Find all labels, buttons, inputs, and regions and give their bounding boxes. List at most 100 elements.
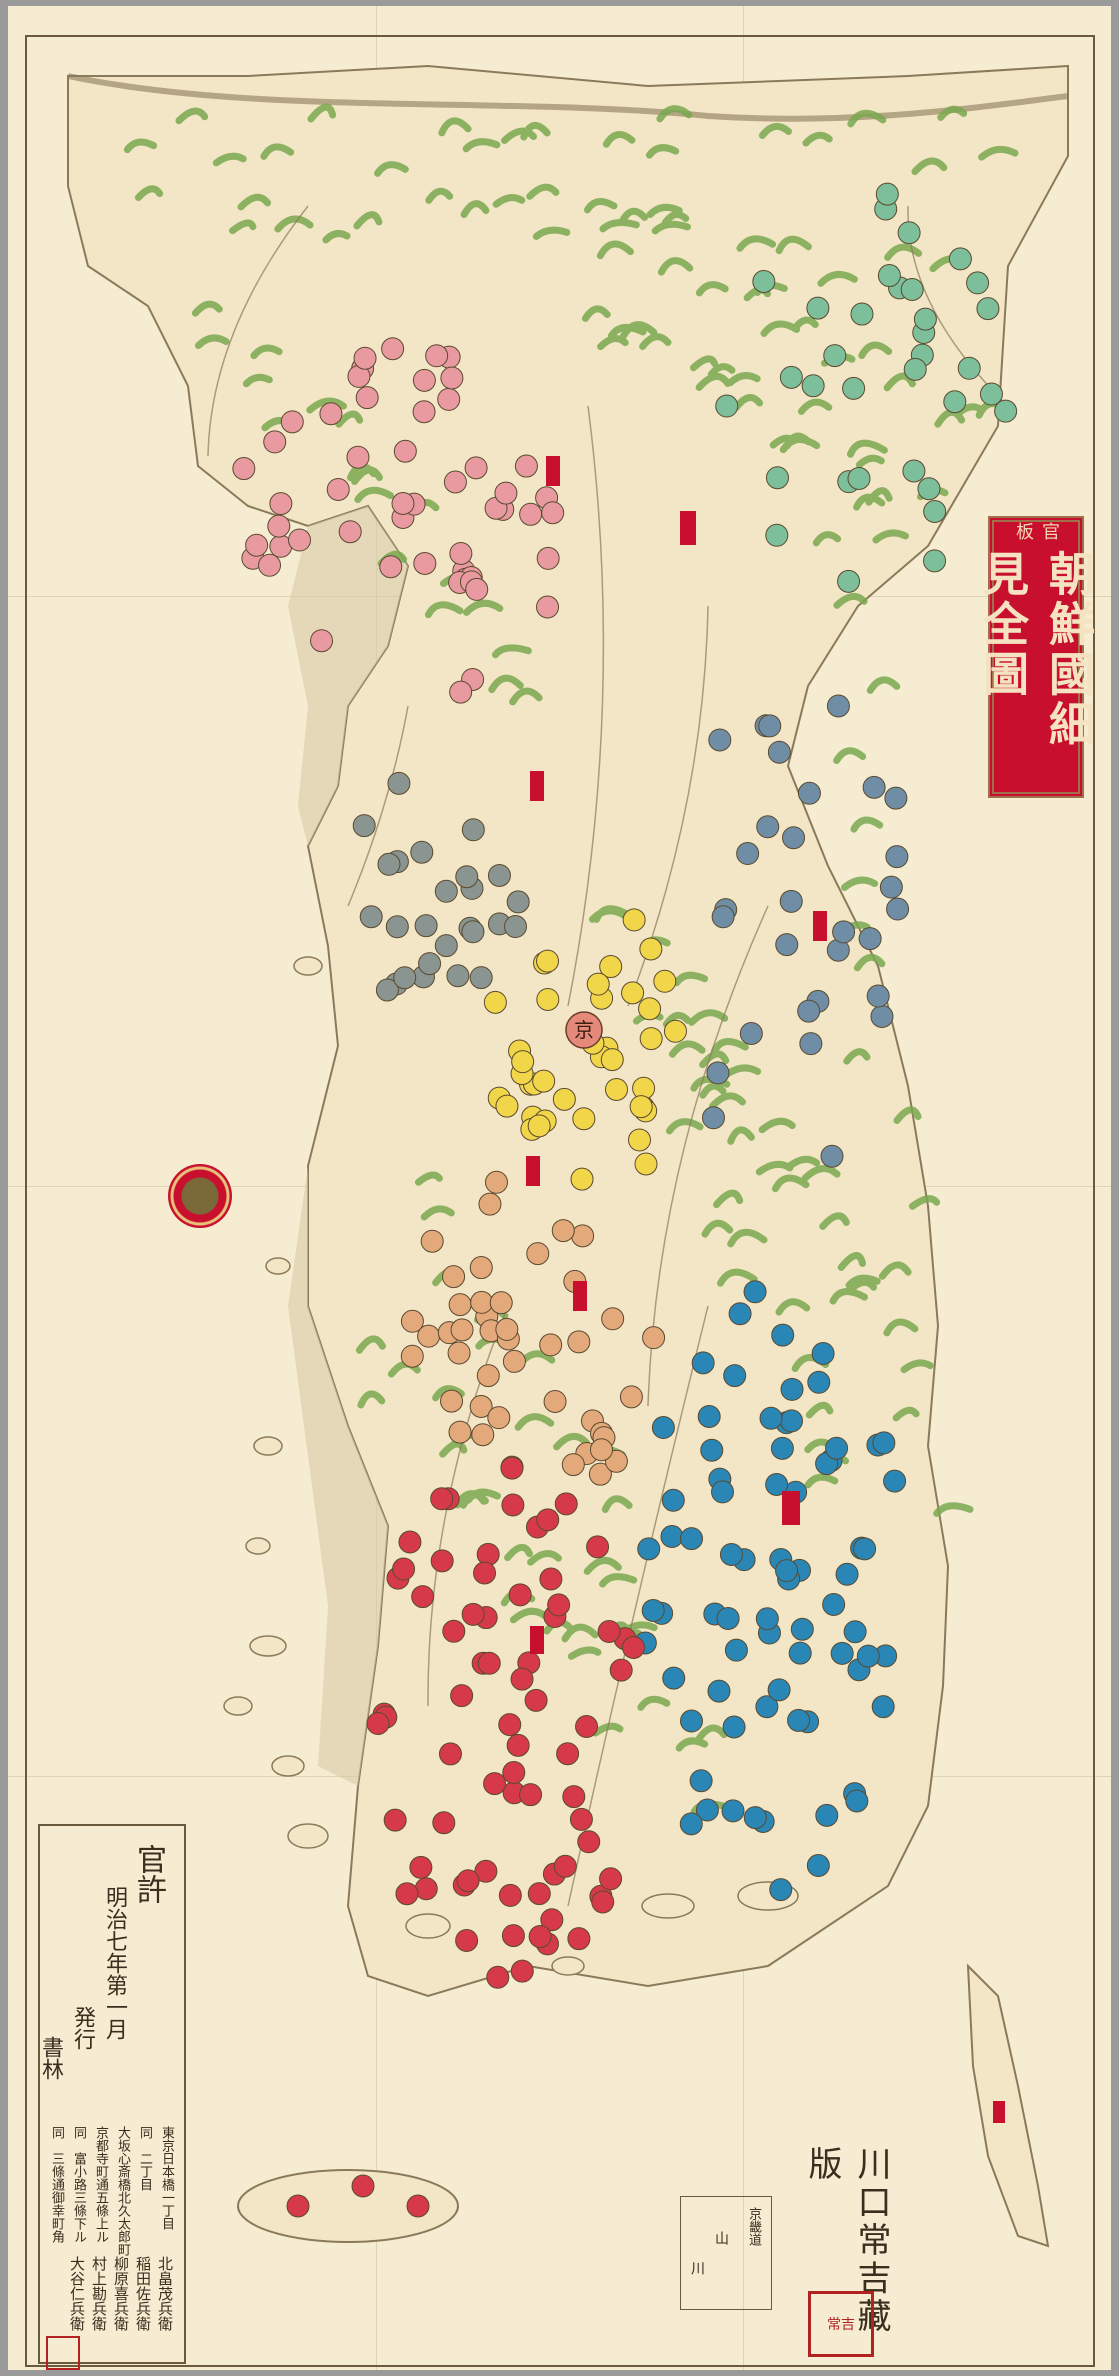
mountain-stroke <box>716 1268 758 1287</box>
district-marker <box>503 915 527 939</box>
district-marker <box>511 1050 535 1074</box>
district-marker <box>469 966 493 990</box>
district-marker <box>902 459 926 483</box>
district-marker <box>807 1370 831 1394</box>
publication-date: 明治七年第一月 <box>102 1886 127 2040</box>
mountain-stroke <box>491 644 532 659</box>
district-marker <box>799 1032 823 1056</box>
district-marker <box>716 1606 740 1630</box>
district-marker <box>392 1557 416 1581</box>
district-marker <box>387 771 411 795</box>
mountain-stroke <box>322 230 351 244</box>
district-marker <box>600 1048 624 1072</box>
publish-label: 発行 <box>70 2006 95 2050</box>
district-marker <box>540 1908 564 1932</box>
district-marker <box>826 694 850 718</box>
district-marker <box>383 1808 407 1832</box>
district-marker <box>589 1438 613 1462</box>
compass-rose-icon <box>168 1164 232 1228</box>
mountain-stroke <box>242 373 273 388</box>
district-marker <box>830 1641 854 1665</box>
district-marker <box>440 1389 464 1413</box>
district-marker <box>604 1077 628 1101</box>
district-marker <box>572 1107 596 1131</box>
district-marker <box>469 1256 493 1280</box>
district-marker <box>338 520 362 544</box>
district-marker <box>697 1405 721 1429</box>
mountain-stroke <box>657 257 694 276</box>
district-marker <box>790 1617 814 1641</box>
district-marker <box>577 1830 601 1854</box>
mountain-stroke <box>900 1359 934 1374</box>
district-marker <box>637 1537 661 1561</box>
district-marker <box>825 1436 849 1460</box>
district-marker <box>706 1061 730 1085</box>
mountain-stroke <box>727 1228 768 1248</box>
mountain-stroke <box>933 1502 974 1517</box>
district-marker <box>232 457 256 481</box>
mountain-stroke <box>978 145 1019 161</box>
mountain-stroke <box>837 1252 867 1271</box>
mountain-stroke <box>599 218 640 233</box>
mountain-stroke <box>194 334 230 350</box>
mountain-stroke <box>908 1195 941 1210</box>
district-marker <box>352 814 376 838</box>
district-marker <box>536 949 560 973</box>
district-marker <box>450 1684 474 1708</box>
district-marker <box>601 1307 625 1331</box>
district-marker <box>510 1959 534 1983</box>
district-marker <box>381 337 405 361</box>
district-marker <box>498 1883 522 1907</box>
provincial-plaques <box>526 456 1005 2123</box>
district-marker <box>832 920 856 944</box>
district-marker <box>455 1928 479 1952</box>
district-marker <box>263 430 287 454</box>
district-marker <box>448 1420 472 1444</box>
mountain-stroke <box>509 687 543 706</box>
mountain-stroke <box>689 355 719 372</box>
district-marker <box>679 1709 703 1733</box>
district-marker <box>483 990 507 1014</box>
district-marker <box>856 1644 880 1668</box>
publisher-address: 東京日本橋一丁目 <box>159 2126 174 2230</box>
district-marker <box>440 366 464 390</box>
district-marker <box>500 1456 524 1480</box>
district-marker <box>842 376 866 400</box>
district-marker <box>797 781 821 805</box>
mountain-stroke <box>878 1261 912 1280</box>
title-subtitle: 官板 <box>1013 522 1060 542</box>
district-marker <box>528 1925 552 1949</box>
district-marker <box>719 1542 743 1566</box>
mountain-stroke <box>306 397 347 414</box>
district-marker <box>743 1280 767 1304</box>
district-marker <box>554 1492 578 1516</box>
mountain-stroke <box>791 316 819 333</box>
district-marker <box>797 999 821 1023</box>
mountain-stroke <box>883 372 916 392</box>
mountain-stroke <box>712 1189 744 1209</box>
mountain-stroke <box>509 1607 549 1624</box>
mountain-stroke <box>599 1573 638 1588</box>
mountain-stroke <box>707 363 736 378</box>
district-marker <box>562 1785 586 1809</box>
legend-text: 京畿道 <box>746 2207 761 2246</box>
mountain-stroke <box>688 1009 729 1026</box>
district-marker <box>775 1559 799 1583</box>
district-marker <box>455 865 479 889</box>
district-marker <box>599 955 623 979</box>
district-marker <box>634 1152 658 1176</box>
mountain-stroke <box>758 1117 796 1134</box>
district-marker <box>642 1326 666 1350</box>
district-marker <box>845 1789 869 1813</box>
district-marker <box>539 1567 563 1591</box>
mountain-stroke <box>883 1318 919 1337</box>
korea-map: 京 <box>25 35 1095 2367</box>
district-marker <box>966 271 990 295</box>
district-marker <box>943 390 967 414</box>
district-marker <box>288 528 312 552</box>
publisher-address: 同 二丁目 <box>137 2126 152 2191</box>
district-marker <box>434 879 458 903</box>
district-marker <box>438 1742 462 1766</box>
district-marker <box>442 1265 466 1289</box>
district-marker <box>551 1219 575 1243</box>
